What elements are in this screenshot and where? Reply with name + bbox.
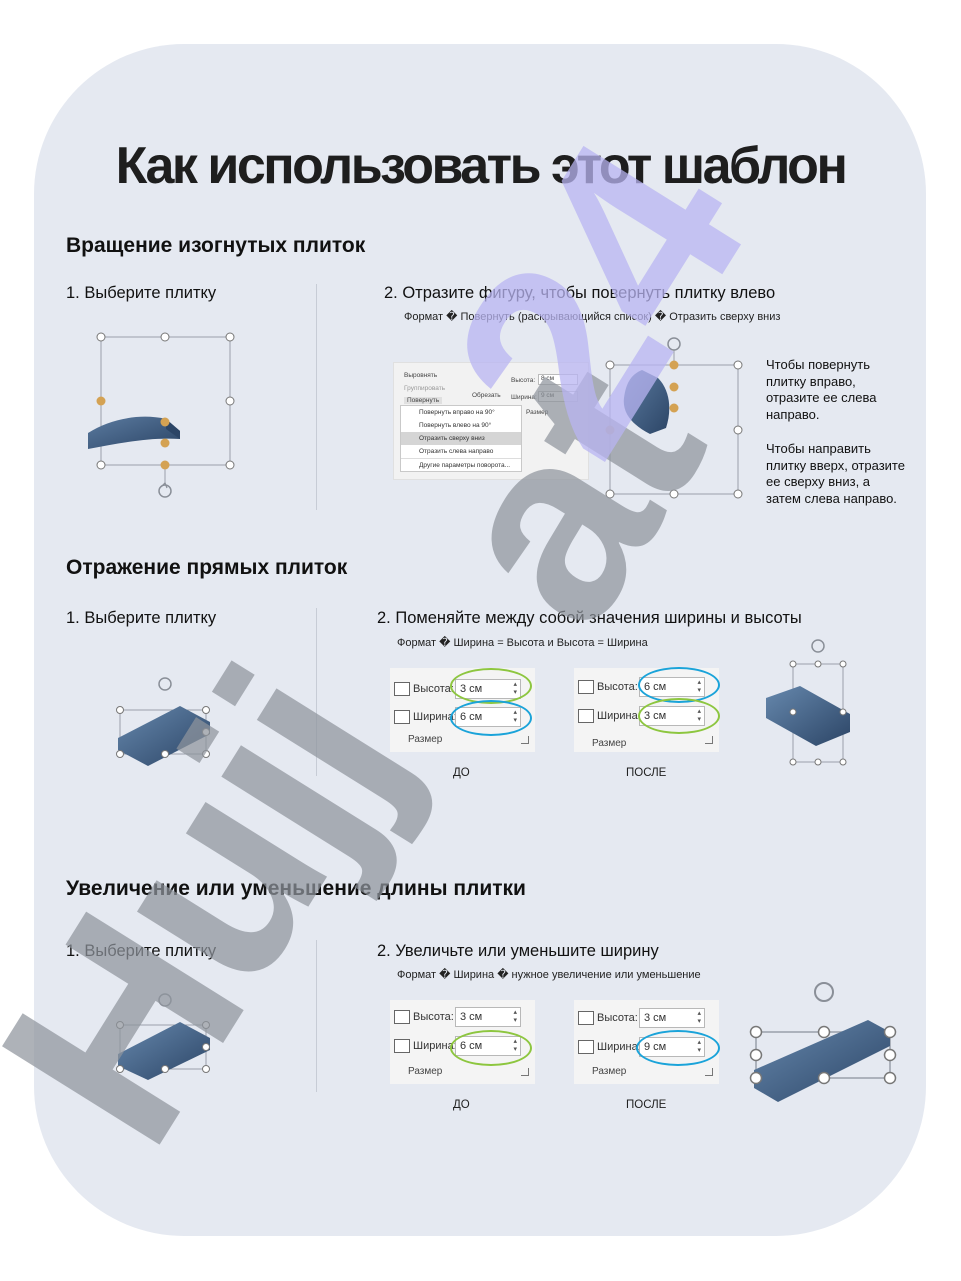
step1-select-tile: 1. Выберите плитку xyxy=(66,284,217,302)
height-field[interactable]: 3 см xyxy=(455,1007,521,1027)
width-label: Ширина: xyxy=(597,710,641,722)
dialog-launcher-icon[interactable] xyxy=(521,736,529,744)
menu-item-flip-horizontal[interactable]: Отразить слева направо xyxy=(419,448,494,455)
caption-before: ДО xyxy=(453,1099,470,1111)
width-field-small[interactable]: 9 см xyxy=(538,391,578,402)
format-path-text: Формат � Ширина � нужное увеличение или … xyxy=(397,969,701,981)
size-group-label: Размер xyxy=(408,734,443,745)
menu-item-rotate-right[interactable]: Повернуть вправо на 90° xyxy=(419,409,495,416)
width-label: Ширина: xyxy=(597,1041,641,1053)
format-path-text: Формат � Ширина = Высота и Высота = Шири… xyxy=(397,637,648,649)
width-icon xyxy=(578,1040,594,1054)
highlight-ring-width xyxy=(636,1030,720,1066)
step2-flip-shape: 2. Отразите фигуру, чтобы повернуть плит… xyxy=(384,284,776,302)
menu-item-more-rotation[interactable]: Другие параметры поворота... xyxy=(401,458,521,471)
height-label-small: Высота: xyxy=(511,377,536,384)
group-button[interactable]: Группировать xyxy=(404,385,446,392)
divider xyxy=(316,608,317,776)
step2-swap-size: 2. Поменяйте между собой значения ширины… xyxy=(377,609,802,627)
menu-item-flip-vertical[interactable]: Отразить сверху вниз xyxy=(401,432,521,445)
dialog-launcher-icon[interactable] xyxy=(521,1068,529,1076)
height-field[interactable]: 3 см xyxy=(639,1008,705,1028)
highlight-ring-width xyxy=(638,698,720,734)
caption-after: ПОСЛЕ xyxy=(626,1099,667,1111)
straight-tile-selected[interactable] xyxy=(110,990,220,1080)
height-label: Высота: xyxy=(597,1012,638,1024)
height-icon xyxy=(578,680,594,694)
dialog-launcher-icon[interactable] xyxy=(705,736,713,744)
align-button[interactable]: Выровнять xyxy=(404,372,438,379)
step2-change-width: 2. Увеличьте или уменьшите ширину xyxy=(377,942,659,960)
height-icon xyxy=(578,1011,594,1025)
caption-before: ДО xyxy=(453,767,470,779)
section-title-flip-straight: Отражение прямых плиток xyxy=(66,556,348,579)
width-label: Ширина: xyxy=(413,1040,457,1052)
width-label-small: Ширина: xyxy=(511,394,537,401)
width-label: Ширина: xyxy=(413,711,457,723)
dialog-launcher-icon[interactable] xyxy=(705,1068,713,1076)
menu-item-rotate-left[interactable]: Повернуть влево на 90° xyxy=(419,422,492,429)
long-tile-selected[interactable] xyxy=(748,978,900,1102)
size-group-label: Размер xyxy=(592,738,627,749)
height-label: Высота: xyxy=(413,683,454,695)
step1-select-tile: 1. Выберите плитку xyxy=(66,942,217,960)
highlight-ring-width xyxy=(450,700,532,736)
note-rotate-right: Чтобы повернуть плитку вправо, отразите … xyxy=(766,357,877,422)
width-icon xyxy=(578,709,594,723)
section-title-rotate-curved: Вращение изогнутых плиток xyxy=(66,234,366,257)
caption-after: ПОСЛЕ xyxy=(626,767,667,779)
width-icon xyxy=(394,1039,410,1053)
highlight-ring-height xyxy=(450,668,532,704)
crop-button[interactable]: Обрезать xyxy=(472,392,501,399)
height-label: Высота: xyxy=(413,1011,454,1023)
size-group-label: Размер xyxy=(408,1066,443,1077)
height-field-small[interactable]: 8 см xyxy=(538,374,578,385)
menu-path-text: Формат � Повернуть (раскрывающийся списо… xyxy=(404,311,781,323)
straight-tile-selected[interactable] xyxy=(110,672,220,767)
height-icon xyxy=(394,1010,410,1024)
straight-tile-rotated[interactable] xyxy=(760,636,860,768)
height-icon xyxy=(394,682,410,696)
divider xyxy=(316,284,317,510)
size-group-label: Размер xyxy=(592,1066,627,1077)
note-point-up: Чтобы направить плитку вверх, отразите е… xyxy=(766,441,905,506)
rotate-menu: Повернуть вправо на 90° Повернуть влево … xyxy=(400,405,522,472)
height-label: Высота: xyxy=(597,681,638,693)
curved-tile-flipped[interactable] xyxy=(600,330,750,505)
size-group-label-small: Размер xyxy=(526,409,549,416)
section-title-length: Увеличение или уменьшение длины плитки xyxy=(66,877,526,900)
divider xyxy=(316,940,317,1092)
width-icon xyxy=(394,710,410,724)
page-title: Как использовать этот шаблон xyxy=(115,137,848,195)
highlight-ring-width xyxy=(450,1030,532,1066)
curved-tile-selected[interactable] xyxy=(80,325,250,505)
rotate-dropdown[interactable]: Повернуть xyxy=(404,397,443,404)
step1-select-tile: 1. Выберите плитку xyxy=(66,609,217,627)
